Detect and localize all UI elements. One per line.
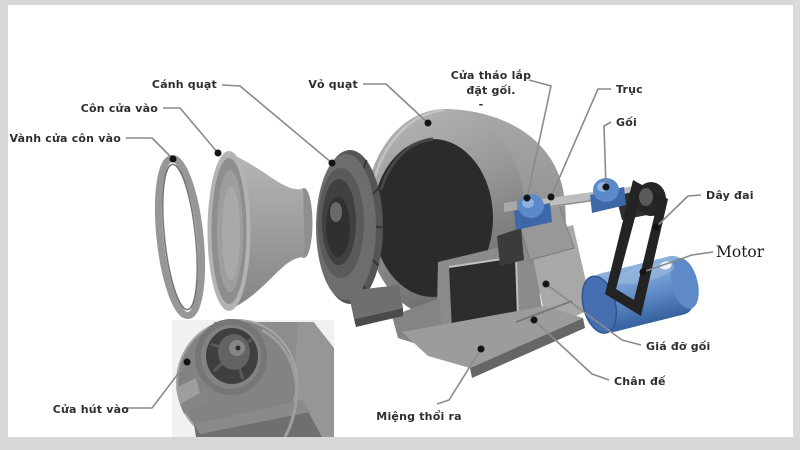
part-labels: Cánh quạt Côn cửa vào Vành cửa côn vào V… <box>9 69 764 423</box>
label-bearing-support: Giá đỡ gối <box>646 340 711 353</box>
impeller-part <box>316 150 383 304</box>
label-inlet-cone: Côn cửa vào <box>81 102 158 115</box>
label-bearing-access-1: Cửa tháo lắp <box>451 69 532 82</box>
label-belt: Dây đai <box>706 189 754 202</box>
label-motor: Motor <box>716 243 765 261</box>
label-bearing-access-2: đặt gối. <box>466 84 515 97</box>
label-fan-blade: Cánh quạt <box>152 78 217 91</box>
label-outlet: Miệng thổi ra <box>376 410 461 423</box>
label-inlet-cone-rim: Vành cửa côn vào <box>9 132 121 145</box>
label-shaft: Trục <box>616 83 643 96</box>
label-suction-inlet: Cửa hút vào <box>53 403 129 416</box>
leader-lines <box>124 79 714 409</box>
label-base: Chân đế <box>614 375 666 388</box>
inlet-closeup-inset <box>172 319 334 445</box>
label-bearing: Gối <box>616 116 637 129</box>
pulley-hub <box>639 188 653 206</box>
bearing-access-door <box>497 228 524 266</box>
inlet-ring-part <box>154 154 206 320</box>
label-dots <box>169 119 660 366</box>
belt-part <box>605 180 668 316</box>
label-bearing-access-dash: - <box>479 98 484 111</box>
label-fan-casing: Vỏ quạt <box>308 78 358 91</box>
inlet-cone-part <box>207 151 313 311</box>
